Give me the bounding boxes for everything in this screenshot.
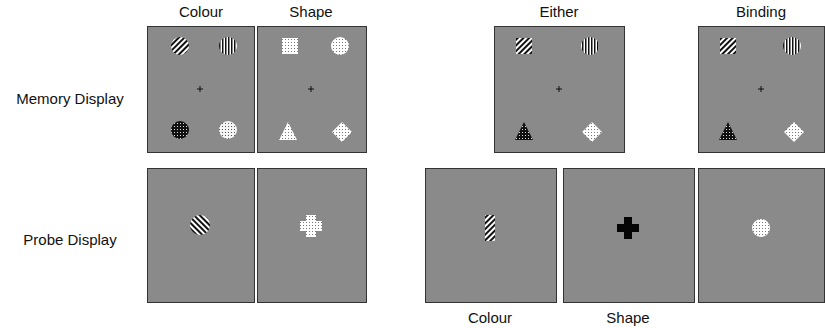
probe-label: Shape — [606, 310, 649, 327]
stimulus — [783, 37, 801, 55]
probe-panel — [426, 169, 557, 303]
memory-panel — [148, 27, 255, 153]
probe-stimulus — [752, 219, 770, 237]
stimulus — [279, 122, 297, 140]
probe-panel — [564, 169, 695, 303]
probe-stimulus — [617, 217, 639, 239]
stimulus — [720, 38, 736, 54]
probe-label: Colour — [468, 310, 512, 327]
memory-panel — [495, 27, 625, 153]
stimulus — [331, 37, 349, 55]
row-label: Memory Display — [16, 91, 124, 108]
stimulus — [171, 121, 189, 139]
probe-panel — [148, 169, 255, 303]
probe-stimulus — [190, 215, 210, 235]
stimulus — [219, 121, 237, 139]
column-header: Binding — [736, 4, 786, 21]
stimulus — [171, 37, 189, 55]
stimulus — [515, 122, 533, 140]
row-label: Probe Display — [23, 232, 116, 249]
stimulus — [219, 37, 237, 55]
memory-panel — [258, 27, 367, 153]
stimulus — [582, 122, 602, 142]
column-header: Shape — [289, 4, 332, 21]
probe-panel — [699, 169, 825, 303]
probe-stimulus — [485, 215, 495, 241]
probe-stimulus — [300, 215, 322, 237]
stimulus — [332, 122, 352, 142]
column-header: Colour — [179, 4, 223, 21]
probe-panel — [258, 169, 367, 303]
stimulus — [516, 38, 532, 54]
stimulus — [719, 122, 737, 140]
stimulus — [784, 122, 804, 142]
column-header: Either — [539, 4, 578, 21]
stimulus — [282, 38, 298, 54]
memory-panel — [699, 27, 825, 153]
stimulus — [581, 37, 599, 55]
